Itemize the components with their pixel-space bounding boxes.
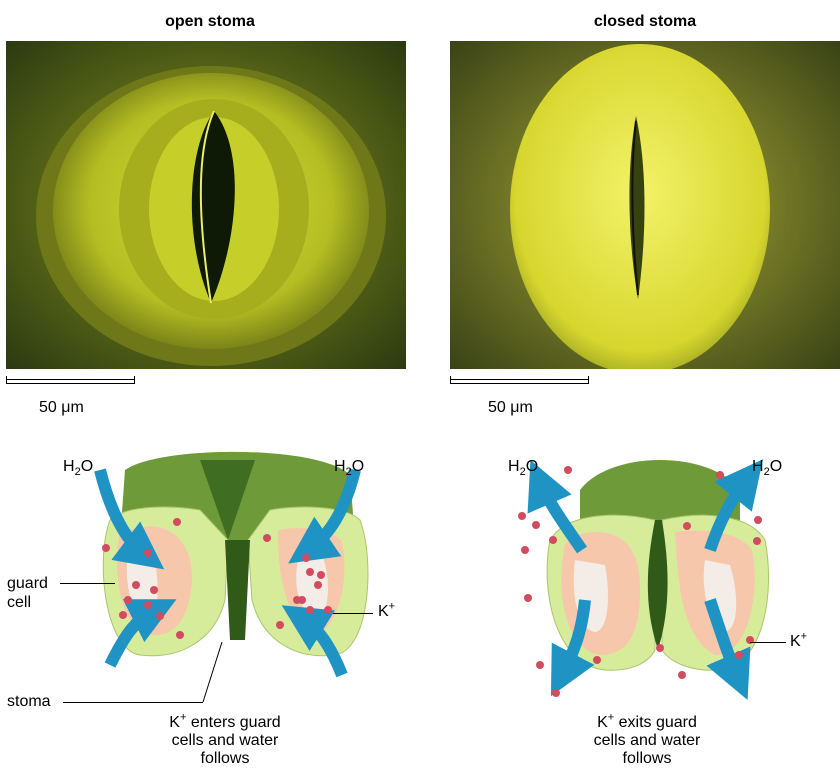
open-stoma-heading: open stoma: [110, 13, 310, 31]
open-stoma-micrograph: [6, 41, 406, 369]
k-ion-leader-open: [333, 613, 373, 614]
h2o-label-open-left: H2O: [63, 457, 93, 476]
closed-stoma-heading: closed stoma: [545, 13, 745, 31]
open-guard-cells-diagram: [80, 450, 380, 690]
stoma-leader-bend: [200, 640, 230, 704]
open-scale-bar: [6, 376, 135, 384]
caption-open: K+ enters guard cells and water follows: [125, 714, 325, 768]
closed-stoma-micrograph: [450, 41, 840, 369]
guard-cell-leader-line: [60, 583, 115, 584]
closed-scale-bar: [450, 376, 589, 384]
h2o-label-open-right: H2O: [334, 457, 364, 476]
closed-guard-cells-diagram: [510, 450, 810, 700]
open-scale-label: 50 μm: [39, 398, 84, 417]
k-ion-label-closed: K+: [790, 632, 807, 651]
h2o-label-closed-left: H2O: [508, 457, 538, 476]
k-ion-leader-closed: [750, 642, 786, 643]
closed-scale-label: 50 μm: [488, 398, 533, 417]
stoma-label: stoma: [7, 692, 51, 711]
caption-closed: K+ exits guard cells and water follows: [547, 714, 747, 768]
stoma-leader-line: [63, 702, 203, 703]
h2o-label-closed-right: H2O: [752, 457, 782, 476]
k-ion-label-open: K+: [378, 602, 395, 621]
